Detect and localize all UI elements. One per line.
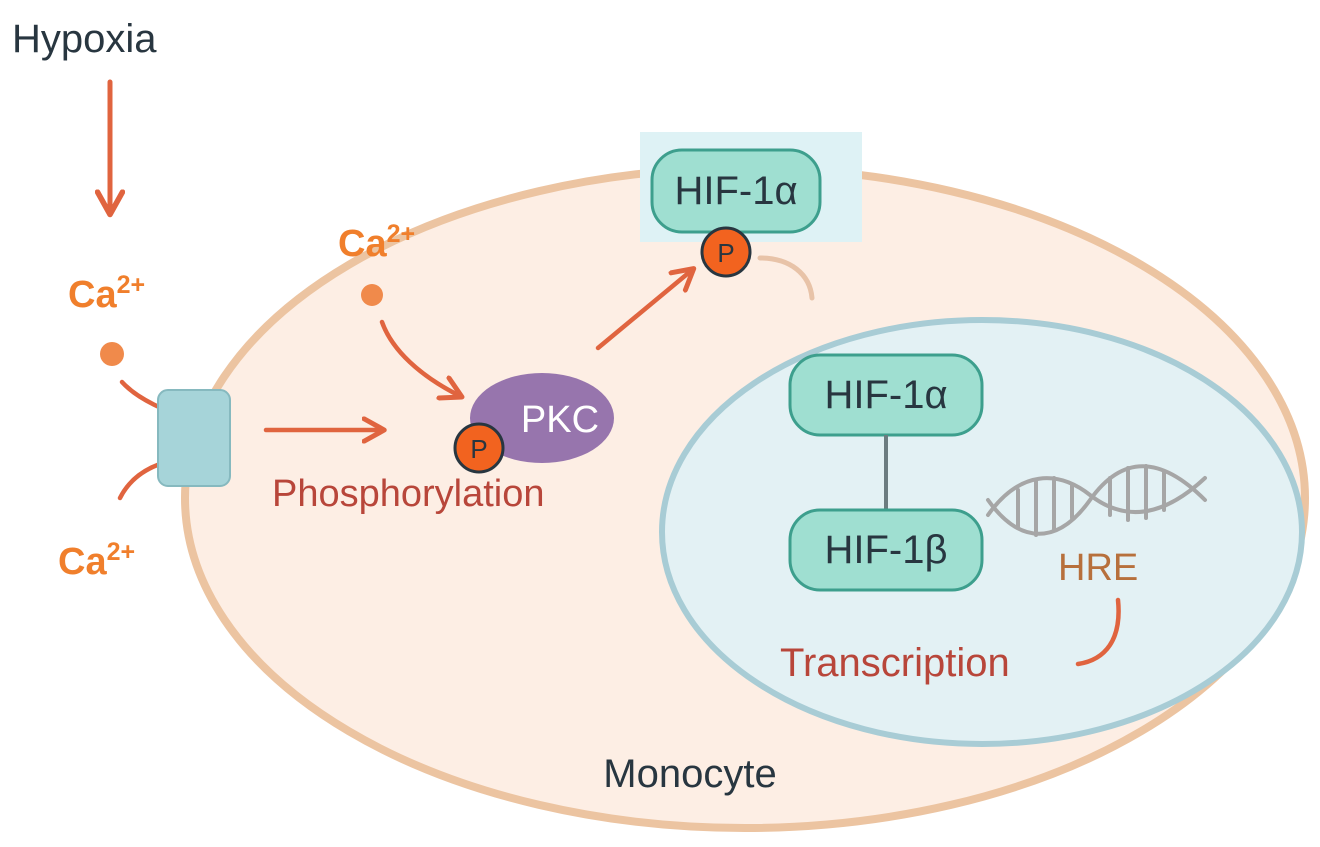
hypoxia-label: Hypoxia <box>12 17 157 61</box>
calcium-channel <box>157 389 231 487</box>
phosphorylation-label: Phosphorylation <box>272 473 545 515</box>
phospho-label-pkc: P <box>470 434 487 464</box>
hre-label: HRE <box>1058 547 1138 589</box>
hif1a-nuclear-label: HIF-1α <box>824 373 947 417</box>
phospho-badge-hif1a <box>700 226 752 278</box>
ca-ion-charge: 2+ <box>387 220 416 248</box>
phospho-badge-pkc <box>453 422 505 474</box>
pkc-enzyme <box>470 373 614 463</box>
ca-ion-label-outer-top: Ca2+ <box>68 271 145 316</box>
ca-ion-symbol: Ca <box>68 274 117 316</box>
hif1b-nuclear <box>788 508 984 592</box>
ca-ion-dot-outer <box>100 342 124 366</box>
hif1a-cytoplasmic-label: HIF-1α <box>674 169 797 213</box>
hif1b-nuclear-label: HIF-1β <box>824 528 947 572</box>
ca-ion-label-outer-bottom: Ca2+ <box>58 538 135 583</box>
ca-ion-dot-inner <box>361 284 383 306</box>
nuclear-translocation-path <box>757 255 815 301</box>
transcription-arrow <box>1075 597 1121 667</box>
ca-ion-charge: 2+ <box>117 271 146 299</box>
ca-ion-symbol: Ca <box>338 223 387 265</box>
ca-ion-charge: 2+ <box>107 538 136 566</box>
phospho-label-hif1a: P <box>717 238 734 268</box>
transcription-label: Transcription <box>780 641 1010 685</box>
ca-ion-symbol: Ca <box>58 541 107 583</box>
ca-ion-label-inner: Ca2+ <box>338 220 415 265</box>
dna-helix-icon <box>986 464 1207 537</box>
ca-to-pkc-arrow <box>379 319 460 396</box>
pkc-label: PKC <box>521 399 599 441</box>
monocyte-label: Monocyte <box>603 752 776 796</box>
pkc-to-hif1a-arrow <box>595 270 692 351</box>
